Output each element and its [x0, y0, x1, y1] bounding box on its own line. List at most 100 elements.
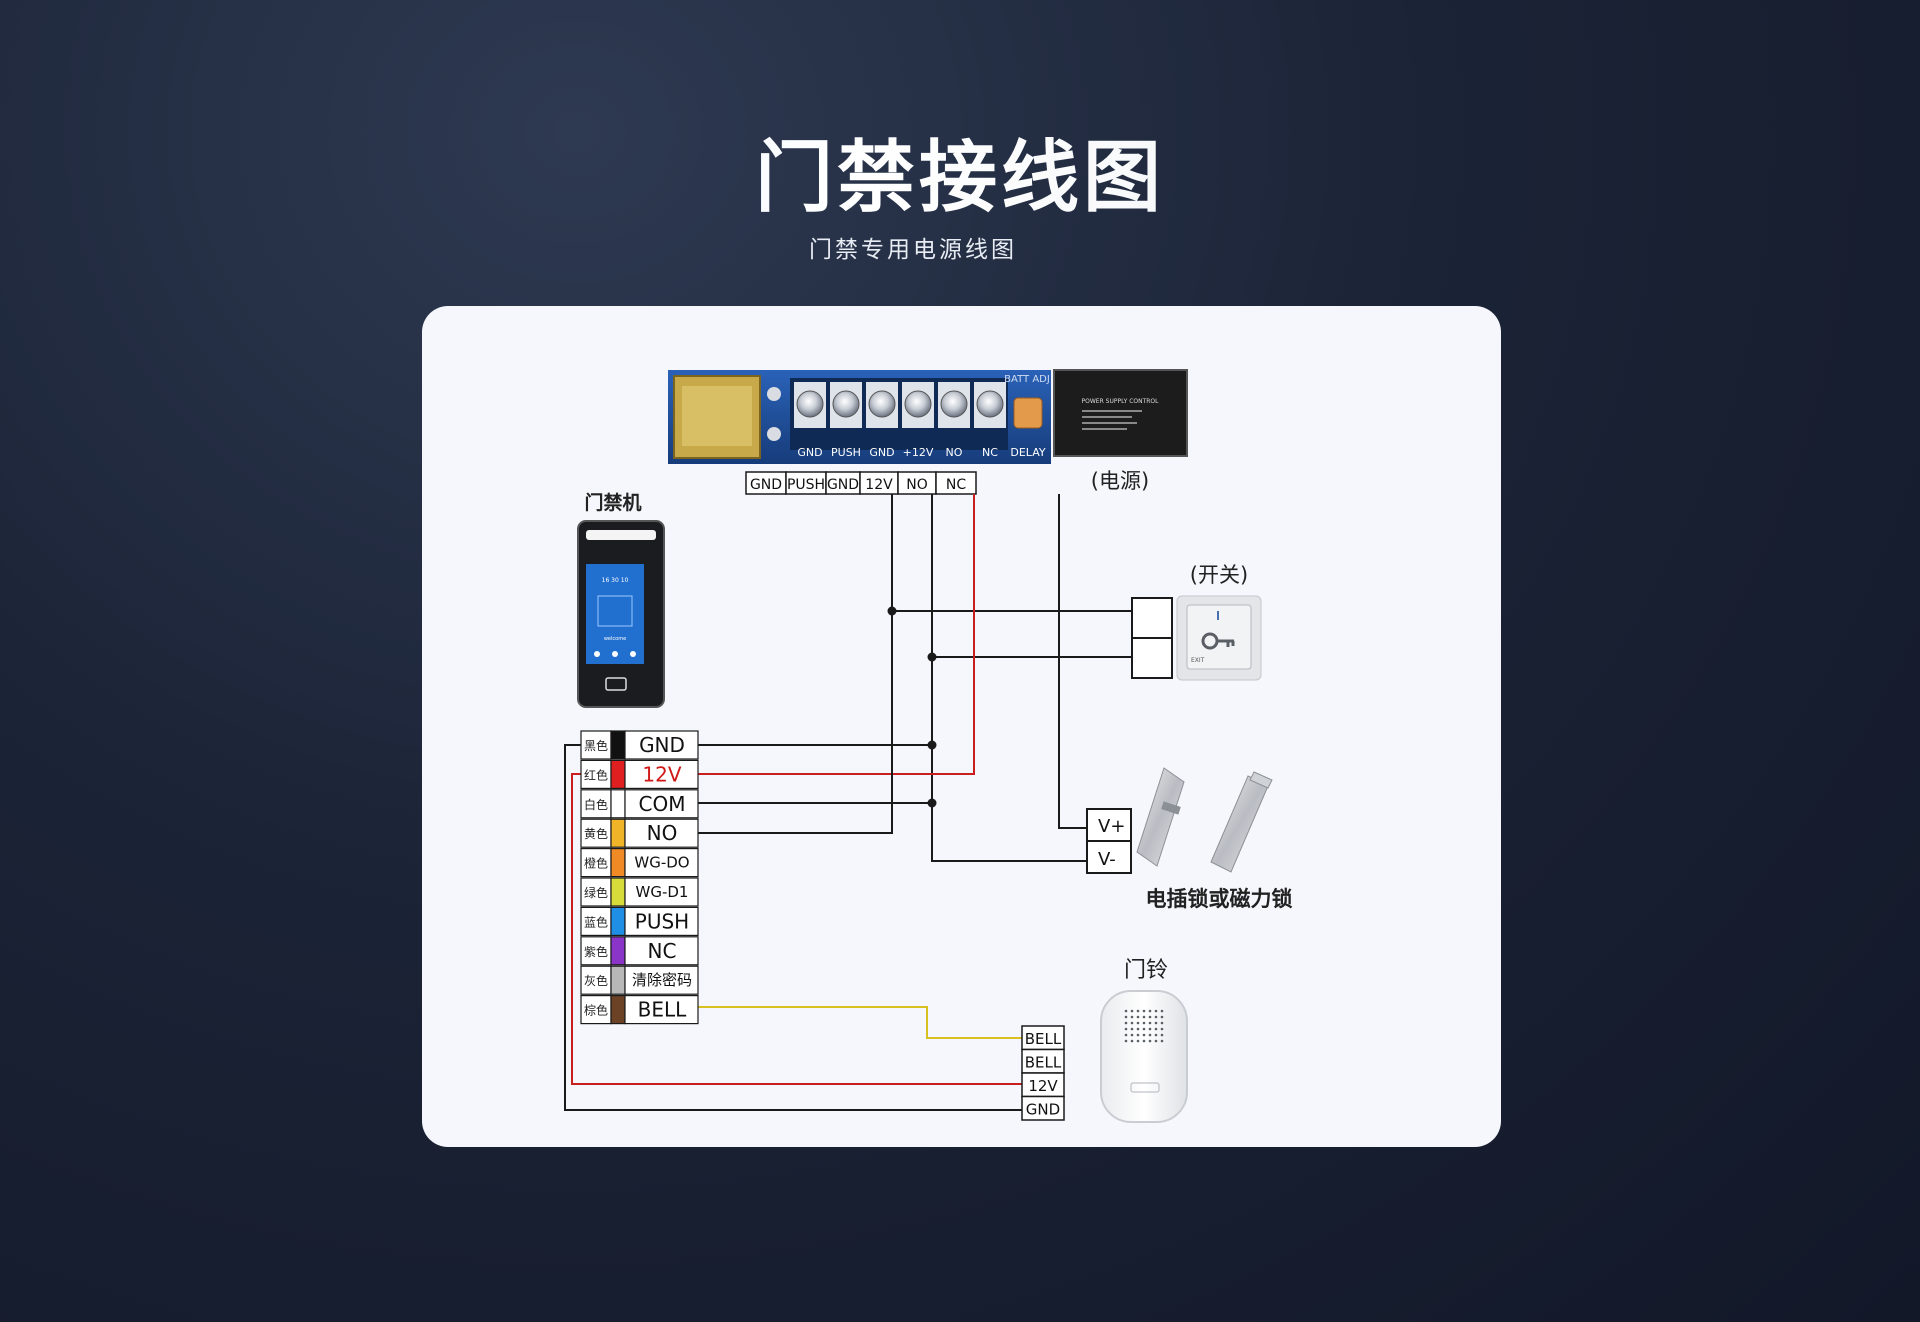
wire-color-swatch [610, 936, 626, 966]
speaker-hole [1130, 1015, 1134, 1019]
terminal-screw-icon [796, 390, 824, 418]
wire-color-name: 橙色 [584, 856, 608, 871]
wire-nc-lock [1058, 494, 1087, 829]
doorbell-terminal-label: BELL [1025, 1054, 1062, 1072]
wire-color-name: 棕色 [584, 1003, 608, 1018]
power-terminal-label: NC [946, 477, 966, 493]
power-terminal-box [935, 471, 977, 495]
speaker-hole [1124, 1027, 1128, 1031]
device-welcome: welcome [604, 636, 626, 642]
speaker-hole [1142, 1033, 1146, 1037]
wire-signal-label: 清除密码 [632, 971, 692, 989]
speaker-hole [1154, 1033, 1158, 1037]
page-subtitle: 门禁专用电源线图 [809, 237, 1017, 263]
wire-signal-cell [624, 965, 699, 995]
speaker-hole [1136, 1039, 1140, 1043]
speaker-hole [1130, 1009, 1134, 1013]
power-terminal-label: GND [750, 477, 782, 493]
wire-color-swatch [610, 789, 626, 819]
wire-color-name: 黑色 [584, 739, 608, 753]
device-time: 16 30 10 [602, 577, 629, 584]
lock-caption: 电插锁或磁力锁 [1146, 887, 1293, 911]
access-device: 16 30 10 welcome [577, 520, 665, 708]
wire-signal-label: PUSH [635, 909, 689, 933]
doorbell-caption: 门铃 [1124, 958, 1168, 983]
wire-signal-label: BELL [638, 998, 688, 1022]
speaker-hole [1130, 1033, 1134, 1037]
doorbell-terminal-box [1021, 1095, 1065, 1121]
speaker-hole [1148, 1015, 1152, 1019]
doorbell [1100, 990, 1188, 1123]
speaker-hole [1130, 1021, 1134, 1025]
board-terminal-label: +12V [903, 446, 934, 459]
speaker-hole [1160, 1015, 1164, 1019]
speaker-hole [1160, 1021, 1164, 1025]
speaker-hole [1148, 1021, 1152, 1025]
wire-color-swatch [610, 730, 626, 760]
power-terminal-label: PUSH [787, 477, 825, 493]
wire-signal-label: 12V [642, 762, 681, 786]
speaker-hole [1142, 1009, 1146, 1013]
device-caption: 门禁机 [584, 491, 641, 514]
speaker-hole [1142, 1021, 1146, 1025]
wire-color-name: 紫色 [584, 945, 608, 959]
speaker-hole [1136, 1027, 1140, 1031]
wire-signal-cell [624, 789, 699, 819]
wire-color-name-cell [580, 818, 612, 848]
lock-terminal-vplus: V+ [1098, 816, 1125, 837]
wire-signal-label: NO [647, 821, 678, 845]
wire-signal-cell [624, 847, 699, 878]
wire-signal-label: WG-DO [634, 854, 689, 872]
wire-gnd-trunk [931, 494, 1088, 862]
speaker-hole [1160, 1033, 1164, 1037]
speaker-hole [1154, 1015, 1158, 1019]
wire-device-no [698, 611, 893, 834]
wire-signal-cell [624, 906, 699, 937]
wire-color-name-cell [580, 877, 612, 907]
speaker-hole [1136, 1033, 1140, 1037]
wire-signal-label: GND [639, 733, 685, 757]
board-terminal-label: GND [869, 446, 894, 459]
wire-color-name: 灰色 [584, 974, 608, 988]
power-terminal-label: 12V [865, 477, 893, 493]
power-box-text: POWER SUPPLY CONTROL [1082, 398, 1160, 405]
speaker-hole [1130, 1039, 1134, 1043]
switch-terminals [1131, 597, 1173, 679]
doorbell-terminal-label: 12V [1028, 1077, 1058, 1095]
wire-signal-cell [624, 759, 699, 789]
speaker-hole [1124, 1033, 1128, 1037]
speaker-hole [1148, 1027, 1152, 1031]
page-title: 门禁接线图 [0, 115, 1920, 227]
speaker-hole [1136, 1021, 1140, 1025]
exit-switch: EXIT [1176, 595, 1262, 681]
speaker-hole [1130, 1027, 1134, 1031]
wire-color-name-cell [580, 730, 612, 760]
wire-signal-label: COM [639, 792, 686, 816]
speaker-hole [1148, 1039, 1152, 1043]
wire-color-name: 蓝色 [584, 915, 608, 929]
wire-color-swatch [610, 847, 626, 878]
speaker-hole [1124, 1039, 1128, 1043]
exit-text: EXIT [1191, 657, 1205, 664]
terminal-screw-icon [832, 390, 860, 418]
wire-color-swatch [610, 994, 626, 1025]
terminal-screw-icon [904, 390, 932, 418]
wire-color-name-cell [580, 965, 612, 995]
speaker-hole [1148, 1009, 1152, 1013]
lock-terminal-vminus: V- [1098, 849, 1116, 870]
electric-bolt-lock [1136, 767, 1185, 867]
wire-color-name: 红色 [584, 767, 608, 782]
wire-signal-cell [624, 818, 699, 848]
speaker-hole [1154, 1039, 1158, 1043]
speaker-hole [1142, 1015, 1146, 1019]
wire-color-name: 绿色 [584, 885, 608, 900]
wire-signal-cell [624, 994, 699, 1025]
wire-color-name: 黄色 [584, 827, 608, 841]
board-terminal-label: DELAY [1010, 446, 1045, 459]
speaker-hole [1124, 1021, 1128, 1025]
wire-push-switch [891, 494, 1132, 612]
